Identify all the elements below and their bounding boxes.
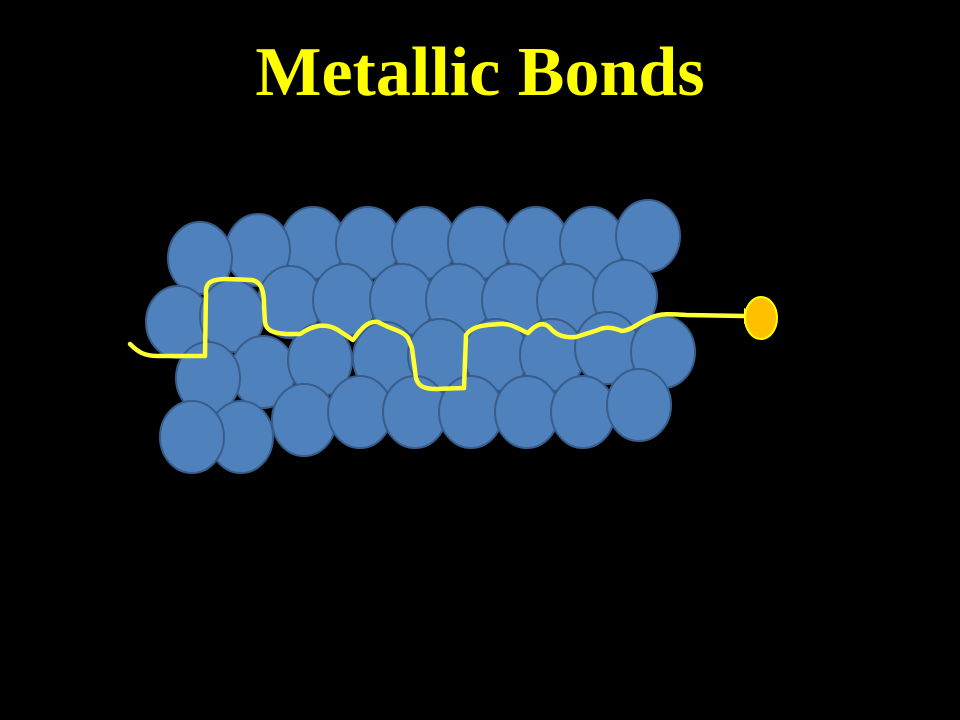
electron xyxy=(744,296,778,340)
metal-atom xyxy=(550,375,616,449)
metal-atom xyxy=(159,400,225,474)
metal-atom xyxy=(494,375,560,449)
metal-atom-group xyxy=(145,199,696,474)
slide-title: Metallic Bonds xyxy=(255,34,705,111)
metal-atom xyxy=(606,368,672,442)
metal-atom xyxy=(271,383,337,457)
metal-atom xyxy=(167,221,233,295)
electron-path xyxy=(127,276,747,392)
